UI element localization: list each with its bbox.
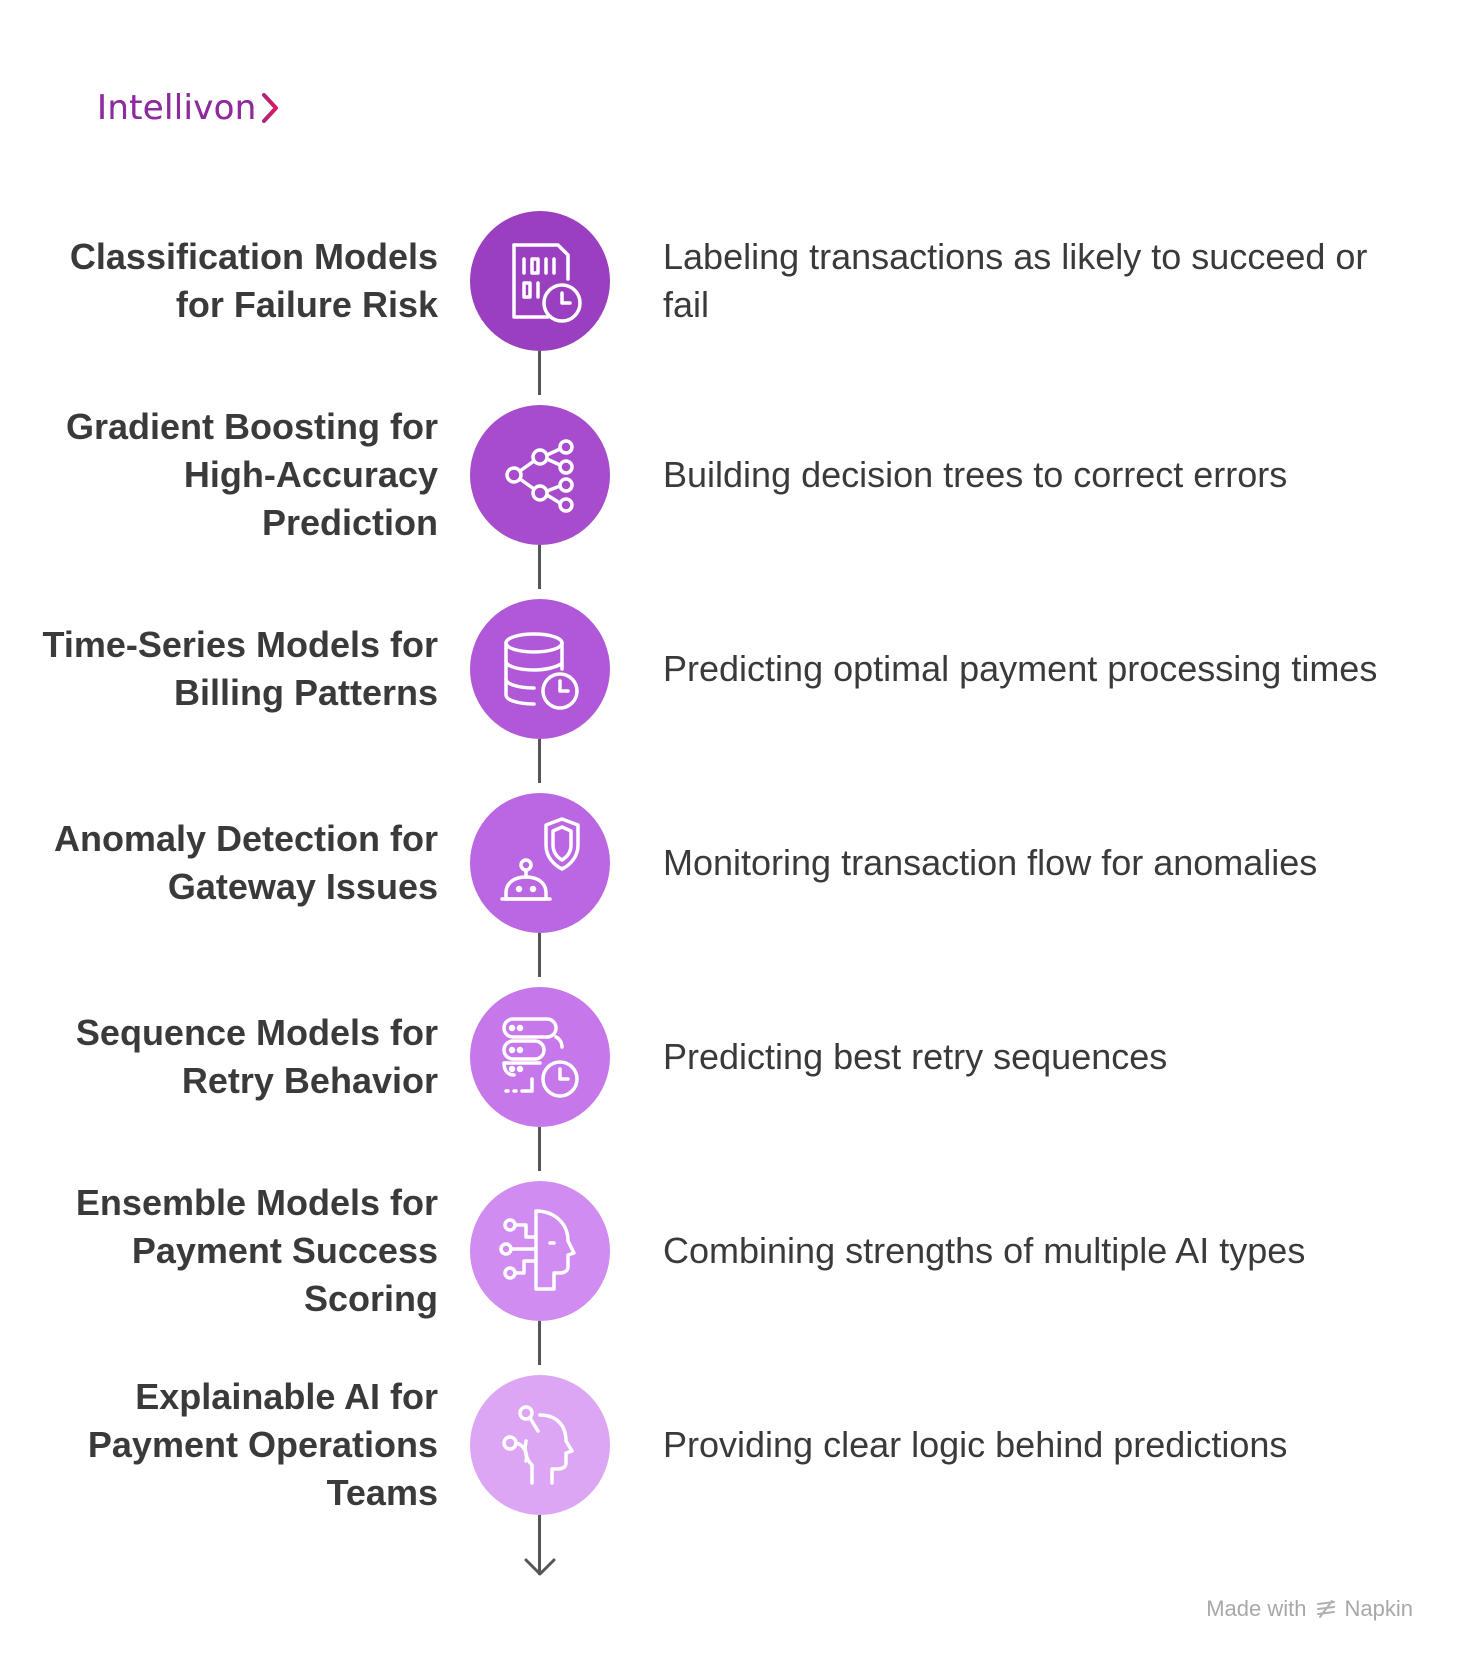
step-title: Anomaly Detection for Gateway Issues [53,818,438,907]
head-nodes-icon [502,1405,574,1485]
connector-line [538,933,541,977]
step-circle [470,599,610,739]
timeline-step: Time-Series Models for Billing Patterns … [0,599,1466,739]
step-circle [470,987,610,1127]
footer-attribution: Made with Napkin [1206,1596,1413,1622]
step-circle [470,1375,610,1515]
step-title: Gradient Boosting for High-Accuracy Pred… [66,406,438,543]
step-title: Explainable AI for Payment Operations Te… [87,1376,438,1513]
step-description: Labeling transactions as likely to succe… [663,236,1368,325]
binary-document-clock-icon [512,243,582,323]
server-clock-icon [502,1017,579,1098]
napkin-logo-icon [1316,1600,1335,1618]
timeline-step: Sequence Models for Retry Behavior Predi… [0,987,1466,1127]
napkin-brand: Napkin [1344,1596,1413,1621]
step-title: Sequence Models for Retry Behavior [75,1012,438,1101]
arrow-down-icon [524,1558,556,1576]
brand-logo: Intellivon [97,88,281,128]
brand-name: Intellivon [97,88,257,128]
step-title: Classification Models for Failure Risk [69,236,438,325]
connector-line [538,351,541,395]
step-description: Predicting optimal payment processing ti… [663,648,1378,689]
timeline-step: Gradient Boosting for High-Accuracy Pred… [0,405,1466,545]
connector-line [538,739,541,783]
connector-line [538,1515,541,1575]
timeline-step: Classification Models for Failure Risk L… [0,211,1466,351]
connector-line [538,1321,541,1365]
robot-shield-icon [500,817,580,901]
ai-head-circuit-icon [499,1209,576,1291]
step-circle [470,211,610,351]
step-title: Ensemble Models for Payment Success Scor… [75,1182,438,1319]
step-circle [470,405,610,545]
step-description: Building decision trees to correct error… [663,454,1288,495]
timeline-step: Explainable AI for Payment Operations Te… [0,1375,1466,1515]
step-circle [470,1181,610,1321]
step-description: Combining strengths of multiple AI types [663,1230,1306,1271]
step-description: Predicting best retry sequences [663,1036,1168,1077]
chevron-right-icon [261,93,278,123]
step-description: Providing clear logic behind predictions [663,1424,1288,1465]
branching-nodes-icon [505,439,574,513]
step-circle [470,793,610,933]
made-with-label: Made with [1206,1596,1307,1621]
timeline-step: Ensemble Models for Payment Success Scor… [0,1181,1466,1321]
database-clock-icon [504,632,579,710]
connector-line [538,545,541,589]
timeline-step: Anomaly Detection for Gateway Issues Mon… [0,793,1466,933]
step-description: Monitoring transaction flow for anomalie… [663,842,1318,883]
step-title: Time-Series Models for Billing Patterns [42,624,438,713]
connector-line [538,1127,541,1171]
